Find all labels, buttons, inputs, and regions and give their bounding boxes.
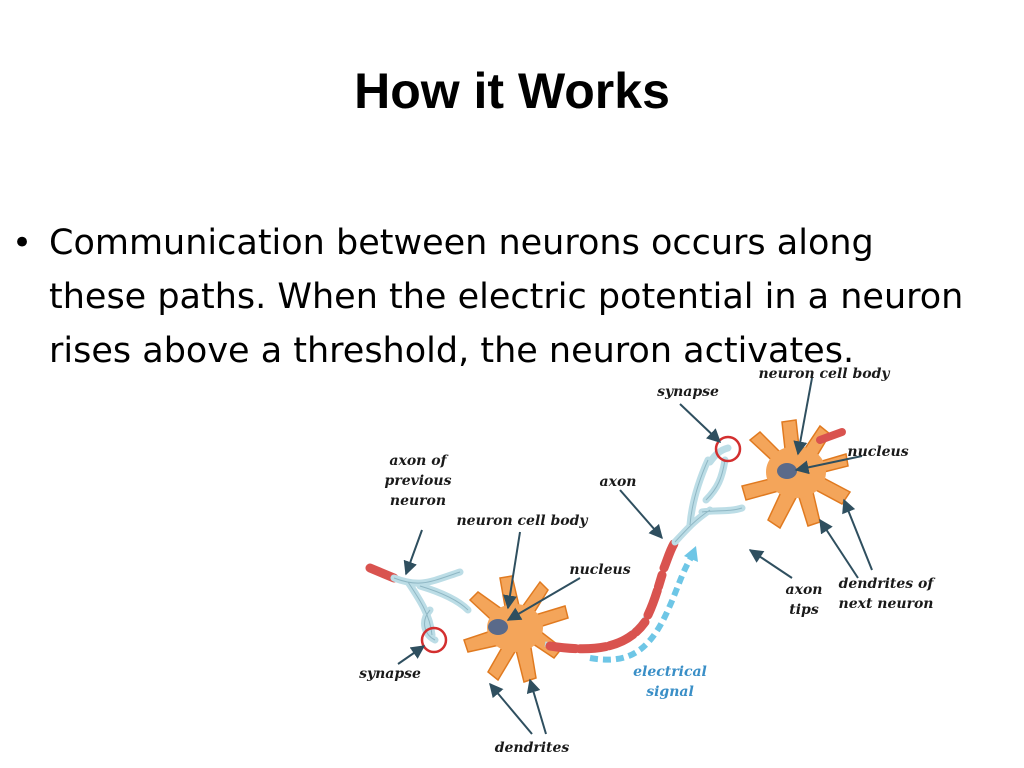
label-axon-prev-2: previous [385,473,452,489]
label-nucleus-right: nucleus [847,444,908,460]
label-axon-prev-3: neuron [390,493,446,509]
label-axon-prev-1: axon of [389,453,449,469]
label-cell-body-right: neuron cell body [758,366,890,382]
label-synapse-right: synapse [657,384,719,400]
label-axon: axon [600,474,637,490]
bullet-marker: • [12,223,33,263]
bullet-line-3: rises above a threshold, the neuron acti… [49,331,855,371]
right-axon-terminals [671,444,746,546]
label-electrical-2: signal [646,684,694,700]
right-nucleus [777,463,797,479]
label-synapse-left: synapse [359,666,421,682]
bullet-line-1: Communication between neurons occurs alo… [49,223,874,263]
electrical-signal-arrows [589,546,698,663]
previous-axon-terminal [365,563,472,644]
pointer-arrows [397,377,873,735]
axon-sheath [544,537,680,654]
label-nucleus-left: nucleus [569,562,630,578]
label-electrical-1: electrical [633,664,707,680]
slide-title: How it Works [354,63,670,119]
label-axon-tips-1: axon [786,582,823,598]
neuron-diagram: axon of previous neuron neuron cell body… [359,366,937,756]
label-dendrites-next-2: next neuron [839,596,934,612]
bullet-line-2: these paths. When the electric potential… [49,277,964,317]
left-neuron [463,575,569,683]
right-neuron [741,419,852,530]
label-dendrites-next-1: dendrites of [839,576,937,592]
synapse-ring-right [714,435,742,463]
label-cell-body-left: neuron cell body [456,513,588,529]
label-axon-tips-2: tips [789,602,819,618]
left-nucleus [488,619,508,635]
bullet-text: Communication between neurons occurs alo… [49,216,1024,378]
synapse-ring-left [420,626,448,654]
label-dendrites: dendrites [495,740,570,756]
